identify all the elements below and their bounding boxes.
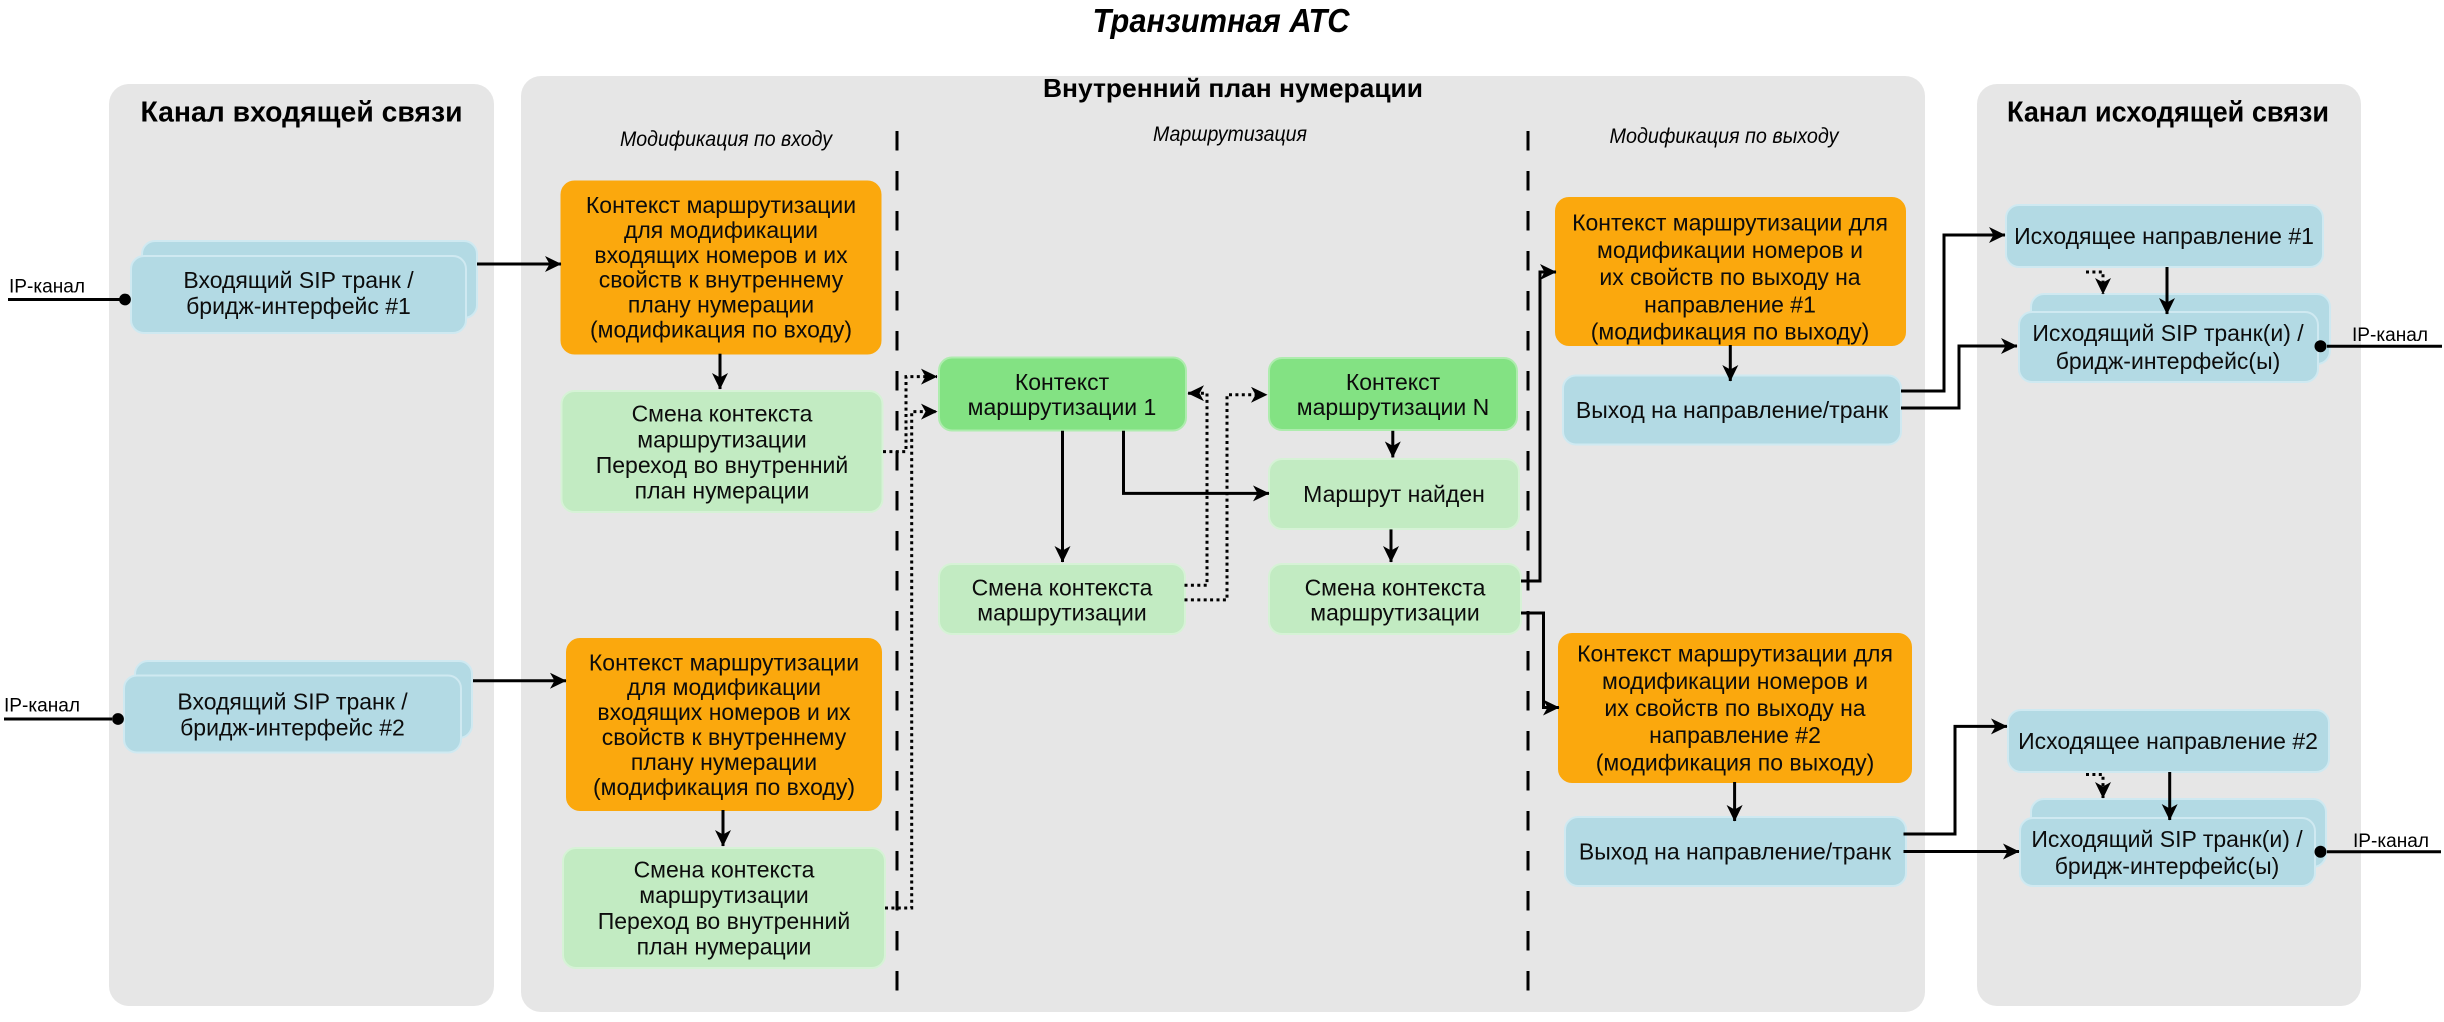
svg-text:бридж-интерфейс #1: бридж-интерфейс #1: [186, 293, 411, 319]
svg-text:план нумерации: план нумерации: [635, 478, 810, 504]
svg-text:Контекст маршрутизации для: Контекст маршрутизации для: [1572, 210, 1888, 236]
svg-text:Выход на направление/транк: Выход на направление/транк: [1576, 397, 1889, 423]
svg-text:Исходящий SIP транк(и) /: Исходящий SIP транк(и) /: [2031, 826, 2303, 852]
svg-text:Входящий SIP транк /: Входящий SIP транк /: [177, 689, 408, 715]
svg-text:Контекст: Контекст: [1346, 369, 1441, 395]
svg-text:IP-канал: IP-канал: [2352, 325, 2428, 346]
svg-text:Транзитная АТС: Транзитная АТС: [1093, 2, 1351, 39]
svg-text:модификации номеров и: модификации номеров и: [1597, 237, 1863, 263]
svg-text:Контекст: Контекст: [1015, 369, 1110, 395]
svg-text:Модификация по выходу: Модификация по выходу: [1610, 125, 1840, 148]
svg-text:Маршрут найден: Маршрут найден: [1303, 481, 1485, 507]
svg-text:свойств к внутреннему: свойств к внутреннему: [602, 724, 847, 750]
svg-text:бридж-интерфейс(ы): бридж-интерфейс(ы): [2055, 853, 2280, 879]
svg-text:их свойств по выходу на: их свойств по выходу на: [1599, 264, 1860, 290]
svg-text:Смена контекста: Смена контекста: [634, 857, 815, 883]
svg-text:для модификации: для модификации: [627, 674, 821, 700]
svg-text:(модификация по входу): (модификация по входу): [593, 774, 855, 800]
svg-text:Смена контекста: Смена контекста: [972, 575, 1153, 601]
svg-text:маршрутизации: маршрутизации: [977, 600, 1146, 626]
svg-text:Смена контекста: Смена контекста: [632, 401, 813, 427]
svg-text:направление #1: направление #1: [1644, 291, 1816, 317]
svg-text:Исходящее направление #1: Исходящее направление #1: [2014, 223, 2314, 249]
svg-text:Исходящее направление #2: Исходящее направление #2: [2018, 728, 2318, 754]
svg-text:плану нумерации: плану нумерации: [631, 749, 817, 775]
svg-text:план нумерации: план нумерации: [637, 934, 812, 960]
svg-text:(модификация по входу): (модификация по входу): [590, 317, 852, 343]
svg-text:Контекст маршрутизации: Контекст маршрутизации: [586, 192, 856, 218]
svg-text:Канал входящей связи: Канал входящей связи: [141, 97, 463, 129]
svg-text:свойств к внутреннему: свойств к внутреннему: [599, 267, 844, 293]
svg-text:Внутренний план нумерации: Внутренний план нумерации: [1043, 73, 1423, 103]
svg-text:маршрутизации: маршрутизации: [1310, 600, 1479, 626]
svg-text:Переход во внутренний: Переход во внутренний: [596, 452, 849, 478]
svg-text:Модификация по входу: Модификация по входу: [620, 128, 833, 151]
svg-text:маршрутизации: маршрутизации: [637, 426, 806, 452]
svg-text:модификации номеров и: модификации номеров и: [1602, 668, 1868, 694]
svg-text:IP-канал: IP-канал: [4, 696, 80, 717]
svg-text:Переход во внутренний: Переход во внутренний: [598, 908, 851, 934]
svg-text:входящих номеров и их: входящих номеров и их: [594, 242, 848, 268]
svg-text:входящих номеров и их: входящих номеров и их: [597, 699, 851, 725]
svg-text:бридж-интерфейс(ы): бридж-интерфейс(ы): [2056, 348, 2281, 374]
svg-text:Исходящий SIP транк(и) /: Исходящий SIP транк(и) /: [2032, 320, 2304, 346]
svg-text:плану нумерации: плану нумерации: [628, 292, 814, 318]
svg-text:(модификация по выходу): (модификация по выходу): [1596, 749, 1875, 775]
svg-text:Смена контекста: Смена контекста: [1305, 575, 1486, 601]
svg-text:маршрутизации N: маршрутизации N: [1297, 394, 1489, 420]
svg-text:Маршрутизация: Маршрутизация: [1153, 123, 1307, 146]
svg-text:для модификации: для модификации: [624, 217, 818, 243]
svg-text:(модификация по выходу): (модификация по выходу): [1591, 319, 1870, 345]
svg-text:Входящий SIP транк /: Входящий SIP транк /: [183, 267, 414, 293]
svg-text:Контекст маршрутизации: Контекст маршрутизации: [589, 649, 859, 675]
svg-text:IP-канал: IP-канал: [2353, 831, 2429, 852]
svg-text:их свойств по выходу на: их свойств по выходу на: [1604, 695, 1865, 721]
svg-text:Контекст маршрутизации для: Контекст маршрутизации для: [1577, 641, 1893, 667]
svg-text:Выход на направление/транк: Выход на направление/транк: [1579, 839, 1892, 865]
svg-text:бридж-интерфейс #2: бридж-интерфейс #2: [180, 715, 405, 741]
svg-text:направление #2: направление #2: [1649, 722, 1821, 748]
svg-text:Канал исходящей связи: Канал исходящей связи: [2007, 97, 2329, 129]
svg-text:IP-канал: IP-канал: [9, 277, 85, 298]
svg-text:маршрутизации: маршрутизации: [639, 882, 808, 908]
svg-text:маршрутизации 1: маршрутизации 1: [968, 394, 1157, 420]
